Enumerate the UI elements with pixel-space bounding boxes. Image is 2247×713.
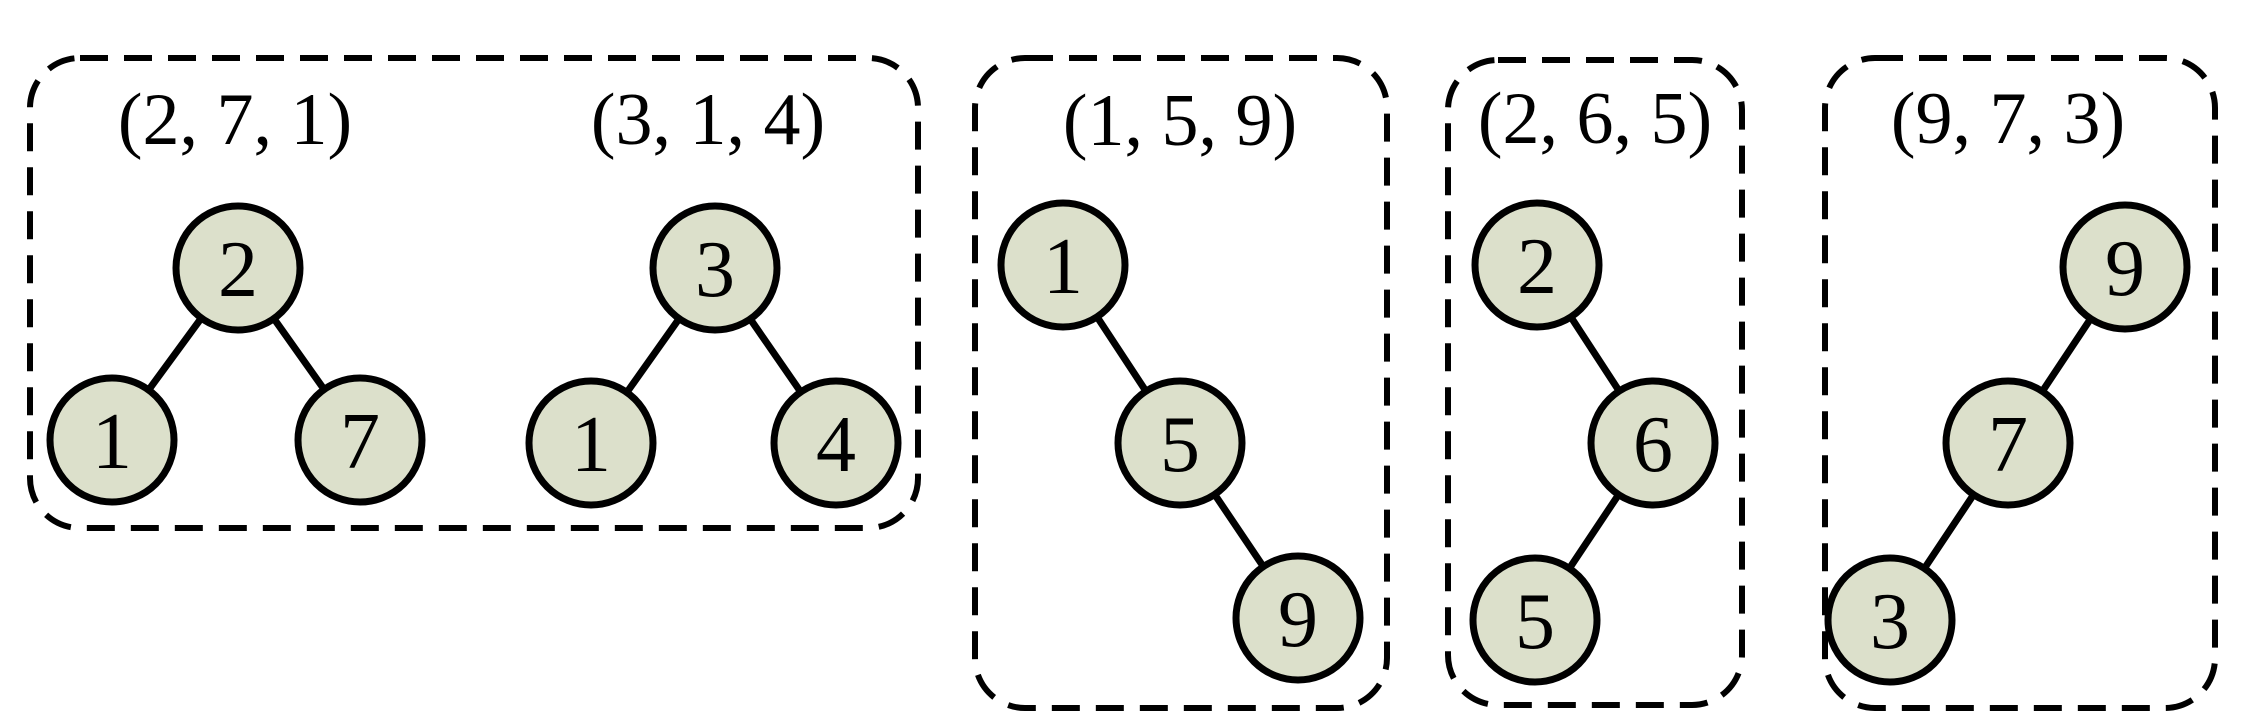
tree-265-mid-node (1587, 377, 1719, 509)
tree-271-left-value: 1 (92, 398, 132, 486)
tree-973-leaf-node (1824, 554, 1956, 686)
tree-265-root-value: 2 (1517, 223, 1557, 311)
tree-271-left-node (46, 374, 178, 506)
tree-265-root-node (1471, 199, 1603, 331)
tree-159-mid-node (1114, 377, 1246, 509)
tree-159-root-node (997, 199, 1129, 331)
tree-265-label: (2, 6, 5) (1478, 78, 1712, 160)
tree-314-root-node (649, 202, 781, 334)
tree-973-leaf-value: 3 (1870, 578, 1910, 666)
tree-314-right-node (770, 377, 902, 509)
tree-973-mid-value: 7 (1988, 401, 2028, 489)
tree-314-left-node (525, 377, 657, 509)
tree-314-root-value: 3 (695, 226, 735, 314)
tree-159-leaf-value: 9 (1278, 576, 1318, 664)
tree-159-mid-value: 5 (1160, 401, 1200, 489)
tree-265-leaf-value: 5 (1515, 578, 1555, 666)
group-2-dashed-box (972, 55, 1390, 711)
tree-973-mid-node (1942, 377, 2074, 509)
tree-973-root-value: 9 (2105, 225, 2145, 313)
tree-314-left-value: 1 (571, 401, 611, 489)
tree-271-label: (2, 7, 1) (118, 79, 352, 161)
group-4-dashed-box (1822, 55, 2218, 711)
tree-265-leaf-node (1469, 554, 1601, 686)
tree-973-root-node (2059, 201, 2191, 333)
group-3-dashed-box (1445, 57, 1745, 708)
tree-265-mid-value: 6 (1633, 401, 1673, 489)
tree-314-label: (3, 1, 4) (591, 79, 825, 161)
tree-159-label: (1, 5, 9) (1063, 80, 1297, 162)
tree-159-leaf-node (1232, 552, 1364, 684)
tree-271-root-value: 2 (218, 226, 258, 314)
tree-271-right-node (294, 374, 426, 506)
tree-314-right-value: 4 (816, 401, 856, 489)
tree-271-root-node (172, 202, 304, 334)
tree-271-right-value: 7 (340, 398, 380, 486)
tree-159-root-value: 1 (1043, 223, 1083, 311)
tree-973-label: (9, 7, 3) (1891, 78, 2125, 160)
